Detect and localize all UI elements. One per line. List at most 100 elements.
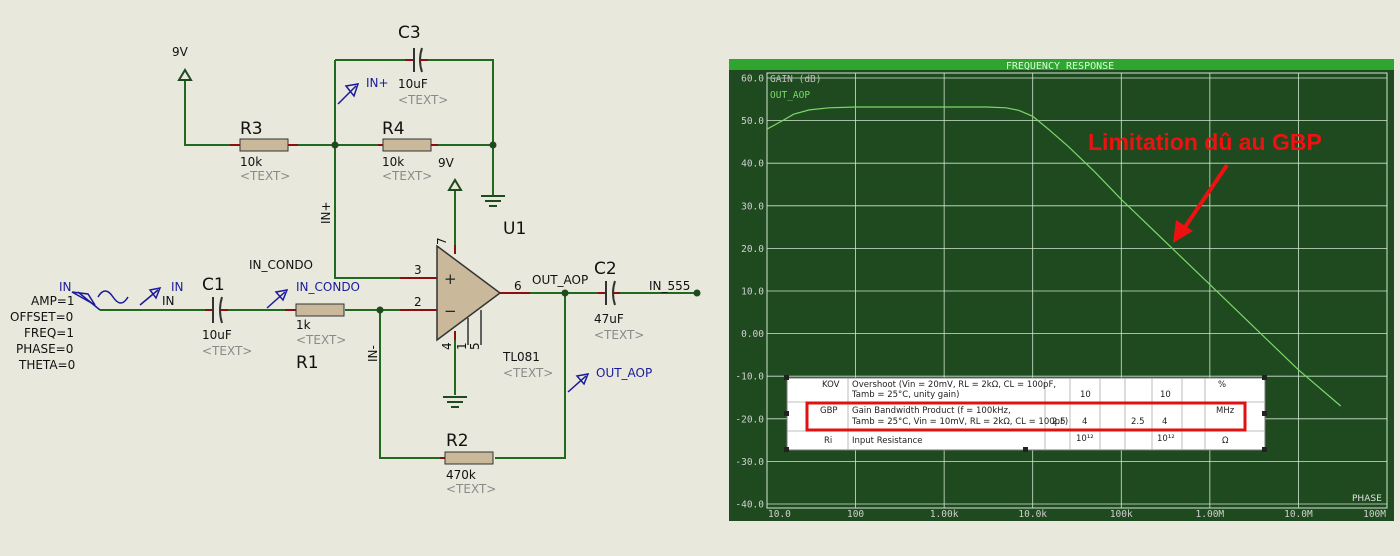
net-label-in-condo: IN_CONDO — [249, 258, 313, 272]
supply-9v-amp[interactable]: 9V — [438, 156, 463, 191]
cell-symbol: KOV — [822, 380, 840, 390]
resistor-r4[interactable]: R4 10k <TEXT> — [378, 119, 438, 183]
u1-ref: U1 — [503, 219, 526, 239]
handle-bm[interactable] — [1023, 447, 1028, 452]
table-row: Ri Input Resistance 10¹² 10¹² Ω — [824, 434, 1229, 446]
u1-value: TL081 — [502, 350, 540, 364]
junction-r4c3 — [489, 141, 497, 149]
x-tick-label: 1.00M — [1196, 509, 1225, 520]
x-tick-label: 100 — [847, 509, 864, 520]
cell-typ1: 10 — [1080, 390, 1091, 400]
r1-ref: R1 — [296, 353, 319, 373]
table-row: GBP Gain Bandwidth Product (f = 100kHz, … — [820, 406, 1235, 427]
junction-out — [561, 289, 569, 297]
x-tick-label: 100k — [1110, 509, 1133, 520]
probe-shaft — [266, 291, 286, 309]
signal-source[interactable]: IN IN AMP=1 OFFSET=0 FREQ=1 PHASE=0 THET… — [10, 280, 175, 372]
resistor-r1[interactable]: 1k <TEXT> R1 — [285, 303, 346, 373]
minus-sign: − — [444, 302, 457, 320]
probe-arrow-icon — [148, 286, 162, 300]
y-tick-label: -20.0 — [735, 414, 764, 425]
handle-tr[interactable] — [1262, 375, 1267, 380]
graph-title-bar — [729, 59, 1394, 70]
table-frame — [786, 377, 1266, 451]
handle-lm[interactable] — [784, 411, 789, 416]
probe-shaft — [139, 289, 159, 306]
arrow-shaft — [1181, 163, 1229, 232]
source-arrow-shaft — [77, 291, 101, 311]
x-tick-label: 100M — [1363, 509, 1386, 520]
power-arrow-icon — [177, 68, 193, 81]
cell-unit: % — [1218, 380, 1226, 390]
r3-value: 10k — [240, 155, 262, 169]
junction-in555 — [693, 289, 701, 297]
probe-in[interactable]: IN — [139, 280, 184, 306]
cell-typ1: 10¹² — [1076, 434, 1094, 444]
source-param-offset: OFFSET=0 — [10, 310, 73, 324]
r3-ref: R3 — [240, 119, 263, 139]
junction-in-minus — [376, 306, 384, 314]
capacitor-c3[interactable]: C3 10uF <TEXT> — [398, 23, 448, 107]
x-tick-label: 1.00k — [930, 509, 959, 520]
handle-bl[interactable] — [784, 447, 789, 452]
selection-handles[interactable] — [784, 375, 1267, 452]
cell-min1: 2.5 — [1052, 417, 1066, 427]
probe-arrow-icon — [274, 289, 289, 302]
probe-in-label: IN — [171, 280, 184, 294]
y-tick-label: 50.0 — [741, 116, 764, 127]
junctions — [331, 141, 701, 314]
r4-ref: R4 — [382, 119, 405, 139]
probe-in-plus[interactable]: IN+ — [337, 76, 389, 105]
opamp-u1[interactable]: + − 3 2 6 7 4 1 5 U1 TL081 <TEXT> — [400, 219, 553, 380]
y-tick-label: 30.0 — [741, 201, 764, 212]
pin-1: 1 — [455, 342, 469, 350]
plus-sign: + — [444, 270, 457, 288]
y-tick-label: 10.0 — [741, 287, 764, 298]
handle-tl[interactable] — [784, 375, 789, 380]
source-param-theta: THETA=0 — [18, 358, 75, 372]
capacitor-c2[interactable]: C2 47uF <TEXT> — [594, 259, 644, 342]
r4-text: <TEXT> — [382, 169, 432, 183]
wire-fb-left — [379, 310, 440, 459]
pin-4: 4 — [440, 342, 454, 350]
opamp-triangle-icon — [436, 244, 502, 342]
capacitor-c1[interactable]: C1 10uF <TEXT> — [202, 275, 252, 358]
pin-7: 7 — [435, 237, 449, 245]
cell-unit: Ω — [1222, 436, 1229, 446]
probe-out-aop-label: OUT_AOP — [596, 366, 652, 380]
wires — [100, 59, 697, 459]
handle-br[interactable] — [1262, 447, 1267, 452]
pin-3: 3 — [414, 263, 422, 277]
datasheet-table[interactable]: KOV Overshoot (Vin = 20mV, RL = 2kΩ, CL … — [784, 375, 1267, 452]
probe-in-condo[interactable]: IN_CONDO — [266, 280, 360, 309]
supply-label-top: 9V — [172, 45, 189, 59]
y-tick-label: -30.0 — [735, 457, 764, 468]
y-axis-label: GAIN (dB) — [770, 74, 821, 85]
y-tick-label: 40.0 — [741, 159, 764, 170]
resistor-body — [444, 451, 494, 465]
handle-rm[interactable] — [1262, 411, 1267, 416]
cell-typ2: 10¹² — [1157, 434, 1175, 444]
resistor-r2[interactable]: R2 470k <TEXT> — [440, 431, 496, 496]
cell-symbol: GBP — [820, 406, 838, 416]
source-param-freq: FREQ=1 — [24, 326, 74, 340]
probe-out-aop[interactable]: OUT_AOP — [567, 366, 652, 393]
y-tick-label: 0.00 — [741, 329, 764, 340]
probe-arrow-icon — [575, 373, 590, 386]
c2-value: 47uF — [594, 312, 624, 326]
c2-text: <TEXT> — [594, 328, 644, 342]
c3-ref: C3 — [398, 23, 421, 43]
supply-9v-top[interactable]: 9V — [172, 45, 193, 81]
r3-text: <TEXT> — [240, 169, 290, 183]
y-tick-label: -10.0 — [735, 372, 764, 383]
probe-arrow-icon — [344, 83, 360, 98]
y-tick-label: 60.0 — [741, 74, 764, 85]
cell-param: Input Resistance — [852, 436, 923, 446]
resistor-r3[interactable]: R3 10k <TEXT> — [230, 119, 298, 183]
probe-shaft — [567, 375, 587, 393]
net-label-out-aop: OUT_AOP — [532, 273, 588, 287]
x-tick-label: 10.0 — [768, 509, 791, 520]
ground-icon — [443, 396, 467, 408]
wire-9v-r3 — [184, 80, 230, 146]
